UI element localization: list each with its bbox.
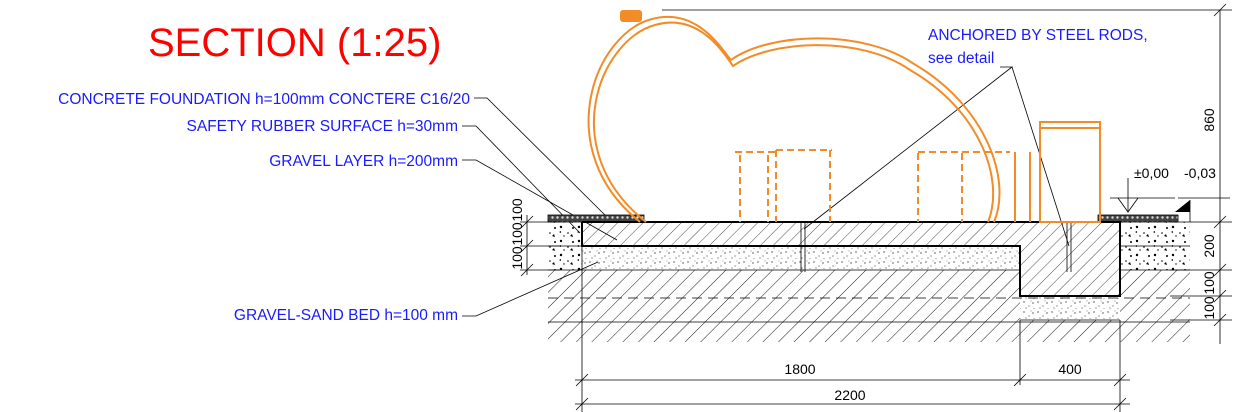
rubber-strip-right [1097,214,1179,223]
dim-1800: 1800 [784,361,815,377]
dim-right-100a: 100 [1201,271,1217,295]
play-equipment [587,10,1101,223]
dim-left-100c: 100 [509,246,525,270]
note-concrete-foundation: CONCRETE FOUNDATION h=100mm CONCTERE C16… [58,91,470,108]
dim-left-100a: 100 [509,222,525,246]
soil-hatch [548,270,1020,342]
note-see-detail: see detail [928,50,994,67]
equipment-cap [620,10,642,22]
soil-hatch-block [1020,320,1120,342]
dim-right-100b: 100 [1201,296,1217,320]
note-safety-rubber: SAFETY RUBBER SURFACE h=30mm [187,118,458,135]
note-gravel-sand-bed: GRAVEL-SAND BED h=100 mm [234,307,458,324]
note-anchored: ANCHORED BY STEEL RODS, [928,27,1148,44]
soil-hatch-right [1120,270,1190,342]
anchor-block [1020,246,1120,296]
dim-860: 860 [1201,108,1217,132]
rubber-strip-left [547,214,645,223]
dim-right-200: 200 [1201,234,1217,258]
dim-400: 400 [1058,361,1082,377]
dim-2200: 2200 [834,387,865,403]
level-minus: -0,03 [1184,165,1216,181]
level-zero: ±0,00 [1134,165,1169,181]
level-marks [1110,178,1230,222]
dim-left-100b: 100 [509,198,525,222]
gravel-sand-under-block [1020,296,1120,320]
section-title: SECTION (1:25) [148,21,441,65]
concrete-slab [582,222,1120,246]
bottom-dimensions [575,300,1130,412]
note-gravel-layer: GRAVEL LAYER h=200mm [269,153,458,170]
right-dimensions [662,3,1232,344]
left-dimensions [520,215,560,277]
